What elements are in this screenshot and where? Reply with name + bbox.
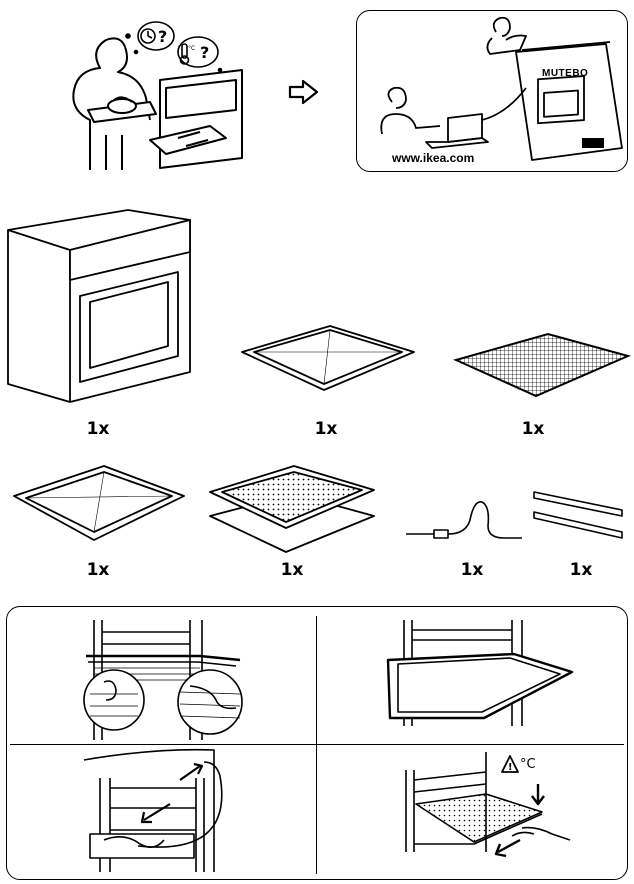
arrow-probe-socket [179,762,204,781]
steps-divider-vertical [316,616,317,874]
meat-probe-illustration [406,501,522,539]
svg-text:?: ? [200,43,209,62]
website-link[interactable]: www.ikea.com [392,151,475,165]
thermo-bubble [177,36,219,68]
online-resources-illustration: MUTEBO [380,16,623,161]
manual-icon [515,43,623,161]
grill-rack-illustration [453,332,631,398]
qty-telescopic-rails: 1x [569,560,593,580]
telescopic-rails-illustration [533,491,623,539]
qty-deep-tray: 1x [86,560,110,580]
detail-zoom-right [177,669,243,735]
svg-text:?: ? [158,27,167,46]
arrow-probe-in [140,803,171,824]
usage-steps-panel [6,606,628,880]
thermo-unit-label: °C [188,45,195,52]
oven-illustration [7,209,191,403]
svg-text:!: ! [508,762,513,773]
ikea-logo-mark [582,138,604,148]
steps-divider-horizontal [10,744,624,745]
shallow-tray-illustration [241,325,415,391]
warning-triangle-icon [501,755,519,773]
arrow-down-push [531,784,545,806]
step-insert-tray [386,620,574,726]
manual-title: MUTEBO [542,68,588,79]
perforated-tray-set-illustration [209,465,375,553]
clock-bubble [137,21,175,51]
step-insert-probe [83,748,223,872]
qty-shallow-tray: 1x [314,419,338,439]
step-telescopic-slide: ! °C [405,752,571,858]
qty-oven: 1x [86,419,110,439]
arrow-right-icon [288,79,319,105]
deep-tray-illustration [13,465,185,541]
step-insert-rack [83,620,243,740]
qty-perforated-tray-set: 1x [280,560,304,580]
warning-temp-label: °C [520,757,536,772]
online-resources-panel [356,10,628,172]
arrow-in-push [494,838,521,858]
person-with-oven-illustration: ? ? °C [72,21,243,170]
qty-grill-rack: 1x [521,419,545,439]
detail-zoom-left [83,669,145,731]
qty-meat-probe: 1x [460,560,484,580]
